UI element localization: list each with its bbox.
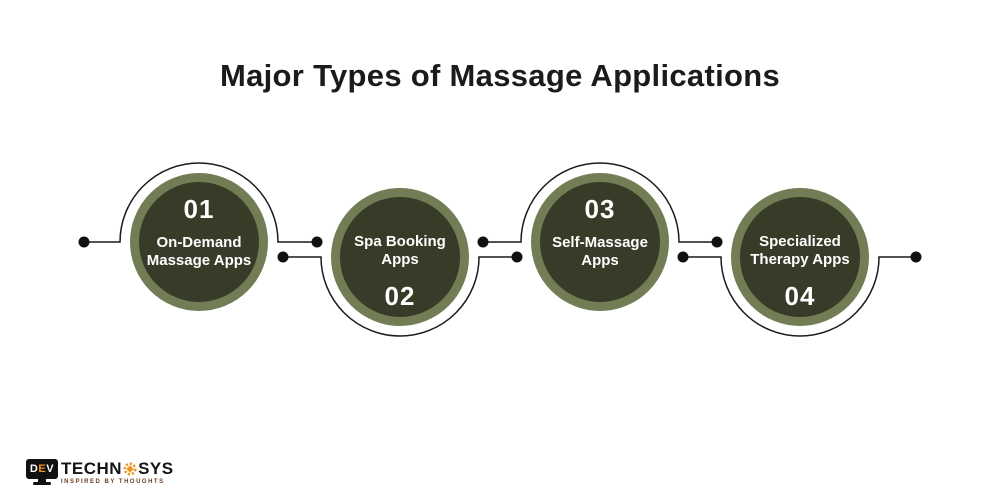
node-number: 04 — [784, 281, 816, 311]
node-number: 02 — [384, 281, 416, 311]
connector-dot — [78, 236, 90, 248]
gear-icon — [123, 462, 137, 475]
node-number: 03 — [584, 194, 616, 224]
node-number: 01 — [183, 194, 215, 224]
connector-dot — [477, 236, 489, 248]
connector-dot — [511, 251, 523, 263]
node-on-demand-massage-apps: 01 On-Demand Massage Apps — [130, 173, 268, 311]
connector-arc-3 — [483, 162, 717, 243]
connector-arc-1 — [84, 162, 317, 243]
connector-arc-4 — [683, 256, 916, 337]
connector-dot — [677, 251, 689, 263]
node-label: Spa Booking Apps — [354, 233, 446, 268]
logo-tagline: INSPIRED BY THOUGHTS — [61, 479, 165, 485]
connector-arc-2 — [283, 256, 517, 337]
page-title: Major Types of Massage Applications — [219, 58, 780, 93]
node-label: On-Demand Massage Apps — [146, 234, 252, 269]
node-self-massage-apps: 03 Self-Massage Apps — [531, 173, 669, 311]
connector-dot — [910, 251, 922, 263]
logo-wordmark: TECHN SYS — [61, 459, 174, 478]
connector-dot — [277, 251, 289, 263]
node-label: Specialized Therapy Apps — [750, 233, 850, 268]
connector-dot — [711, 236, 723, 248]
node-specialized-therapy-apps: Specialized Therapy Apps 04 — [731, 188, 869, 326]
node-spa-booking-apps: Spa Booking Apps 02 — [331, 188, 469, 326]
node-label: Self-Massage Apps — [552, 234, 648, 269]
connector-dot — [311, 236, 323, 248]
